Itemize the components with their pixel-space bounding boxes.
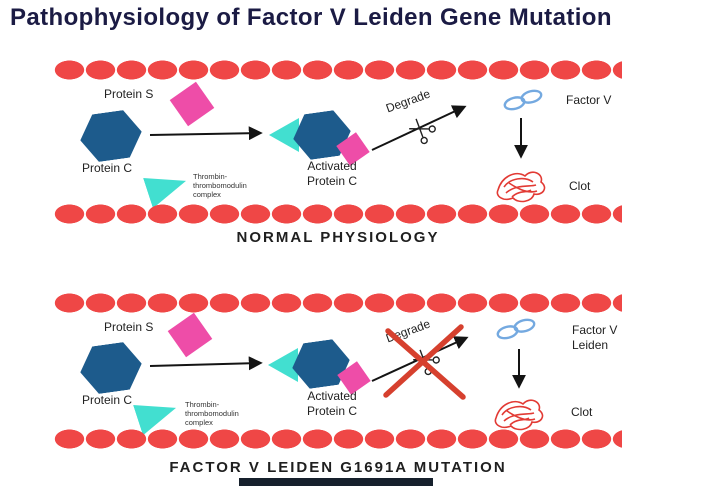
degrade-arrow-mutation [371, 336, 469, 382]
activated-protein-c-label: Activated Protein C [290, 159, 374, 189]
activated-protein-c-label-mutation: Activated Protein C [290, 389, 374, 419]
vessel-wall-bottom-normal [54, 204, 622, 224]
protein-c-label-mutation: Protein C [81, 393, 133, 407]
activated-label-line2: Protein C [306, 404, 358, 418]
activation-arrow-mutation [149, 356, 263, 371]
page-title: Pathophysiology of Factor V Leiden Gene … [10, 4, 612, 31]
factor-v-label: Factor V [566, 93, 612, 107]
protein-s-diamond-icon [169, 81, 215, 127]
clot-icon [496, 171, 546, 203]
clot-label-mutation: Clot [571, 405, 593, 419]
degrade-label: Degrade [383, 86, 433, 116]
activated-triangle-icon [268, 348, 298, 382]
protein-c-label: Protein C [81, 161, 133, 175]
thrombin-complex-label: Thrombin-thrombomodulin complex [193, 172, 247, 199]
degrade-label-mutation: Degrade [383, 316, 433, 346]
mutation-panel-caption: FACTOR V LEIDEN G1691A MUTATION [169, 459, 507, 476]
thrombin-complex-label-mutation: Thrombin-thrombomodulin complex [185, 400, 239, 427]
clot-icon-mutation [494, 399, 544, 431]
factor-v-leiden-label: Factor V Leiden [572, 323, 642, 353]
scissors-icon [409, 118, 436, 145]
factor-v-leiden-line1: Factor V [572, 323, 618, 337]
activated-label-line1: Activated [307, 389, 357, 403]
protein-c-hexagon-icon [77, 108, 145, 164]
vessel-wall-top-mutation [54, 293, 622, 313]
footer-bar [239, 478, 433, 486]
protein-c-hexagon-icon [77, 340, 145, 396]
degrade-arrow [371, 105, 467, 151]
factor-v-icon [503, 89, 543, 111]
factor-v-leiden-line2: Leiden [572, 338, 609, 352]
activated-label-line1: Activated [307, 159, 357, 173]
factor-v-leiden-icon [496, 318, 536, 340]
scissors-icon [413, 349, 440, 376]
vessel-wall-top-normal [54, 60, 622, 80]
protein-s-diamond-icon [167, 312, 213, 358]
clot-label: Clot [569, 179, 591, 193]
vessel-wall-bottom-mutation [54, 429, 622, 449]
activation-arrow [149, 126, 263, 141]
activated-label-line2: Protein C [306, 174, 358, 188]
protein-s-label: Protein S [104, 87, 154, 101]
protein-s-label-mutation: Protein S [104, 320, 154, 334]
activated-triangle-icon [269, 118, 299, 152]
normal-panel-caption: NORMAL PHYSIOLOGY [236, 229, 440, 246]
thrombin-triangle-icon [143, 166, 191, 209]
